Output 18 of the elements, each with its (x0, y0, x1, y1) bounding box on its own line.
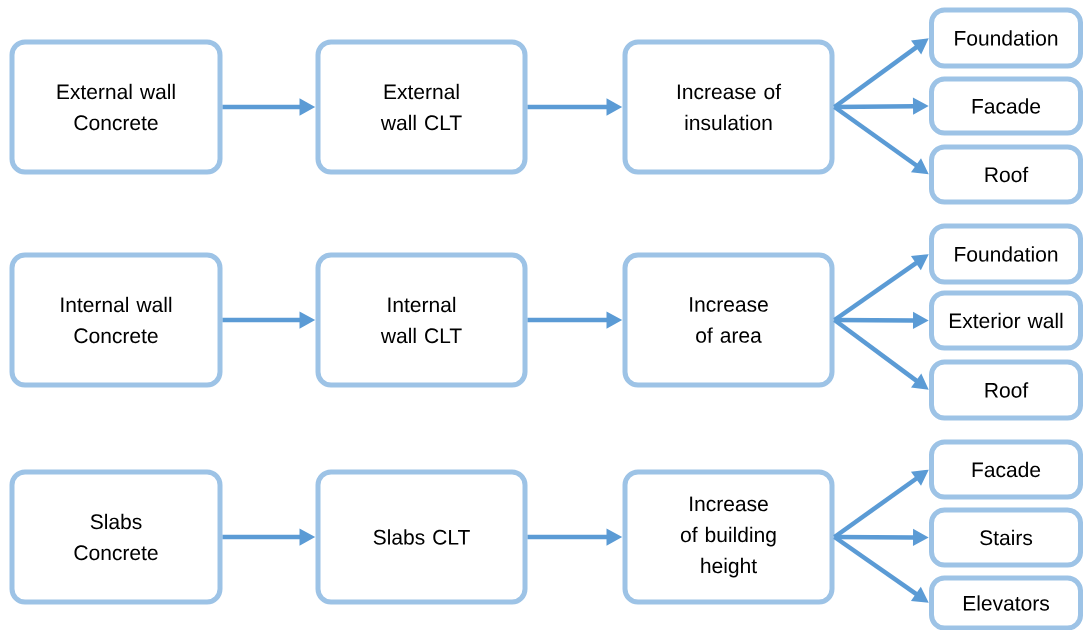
process-box: Facade (929, 439, 1083, 500)
process-box: Increase of area (622, 252, 835, 388)
process-box: Facade (929, 76, 1083, 136)
process-box: External wall Concrete (9, 39, 223, 175)
process-box: Roof (929, 144, 1083, 205)
process-box: Slabs CLT (315, 469, 528, 605)
process-box: Exterior wall (929, 290, 1083, 351)
process-box: Stairs (929, 507, 1083, 568)
process-box: Internal wall Concrete (9, 252, 223, 388)
process-box: Slabs Concrete (9, 469, 223, 605)
process-box: Foundation (929, 223, 1083, 285)
process-box: Internal wall CLT (315, 252, 528, 388)
process-box: Elevators (929, 575, 1083, 630)
process-box: External wall CLT (315, 39, 528, 175)
process-box: Roof (929, 359, 1083, 421)
process-box: Increase of insulation (622, 39, 835, 175)
process-box: Foundation (929, 7, 1083, 69)
process-box: Increase of building height (622, 469, 835, 605)
